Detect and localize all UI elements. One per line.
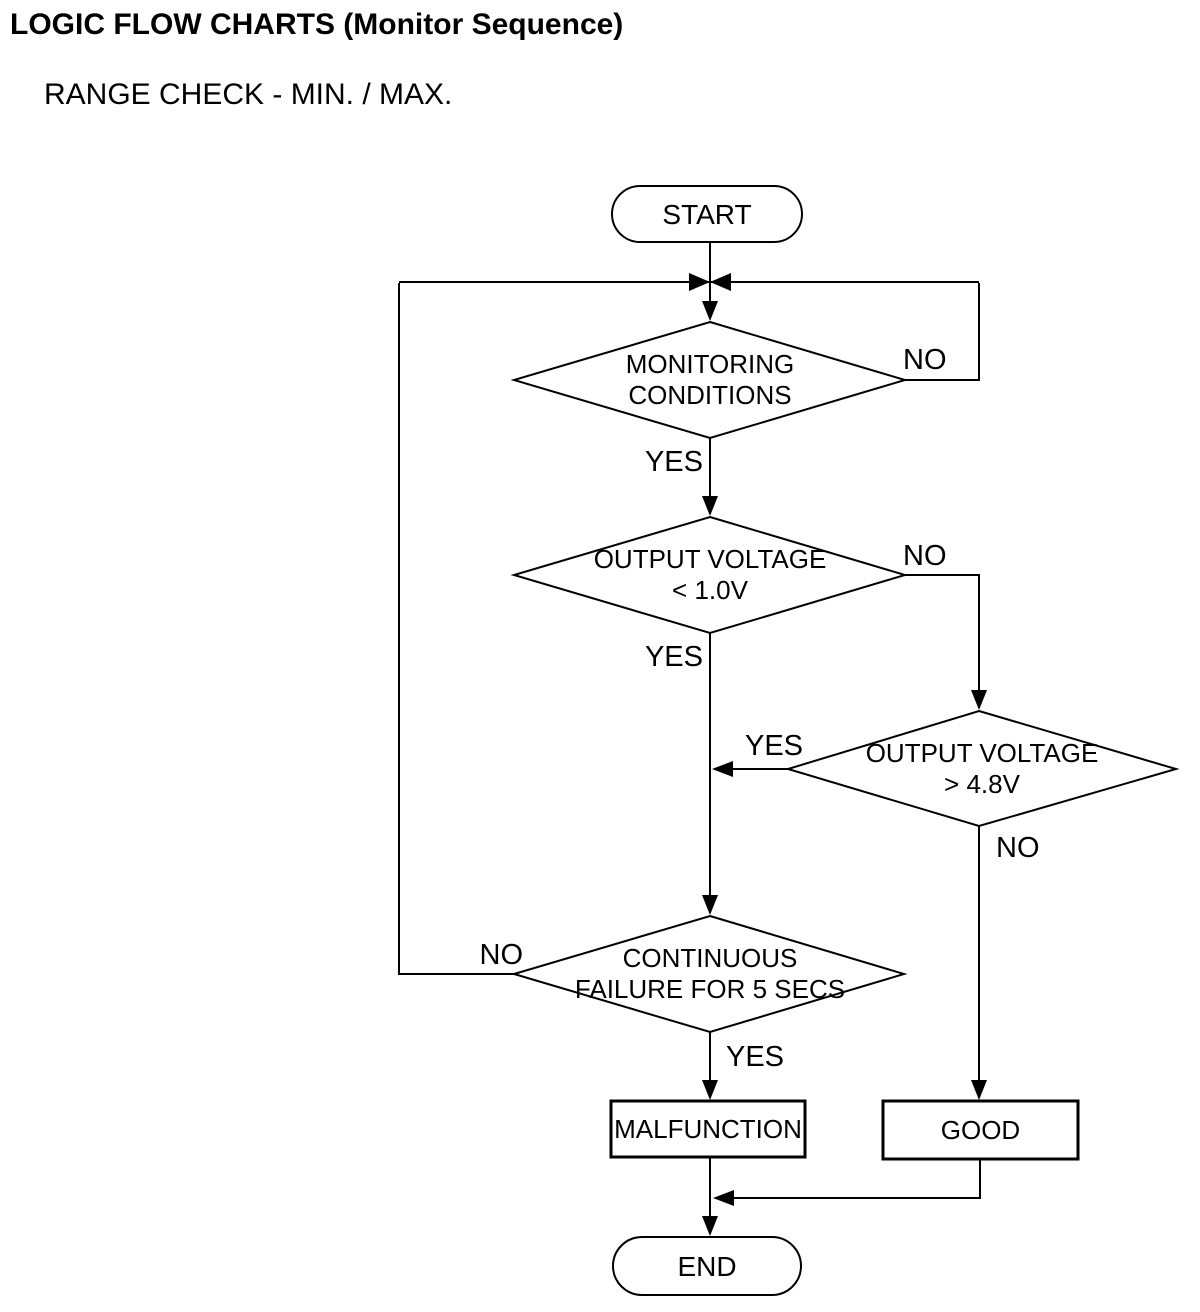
- monitoring-label-line1: MONITORING: [625, 349, 795, 379]
- branch-label-continuous-yes: YES: [726, 1041, 785, 1073]
- page-title: LOGIC FLOW CHARTS (Monitor Sequence): [10, 8, 624, 41]
- good-node-label: GOOD: [940, 1114, 1021, 1145]
- start-node-label: START: [662, 198, 752, 230]
- malfunction-node-label: MALFUNCTION: [614, 1113, 802, 1144]
- branch-label-monitoring-no: NO: [903, 344, 947, 376]
- voltage-high-label-line1: OUTPUT VOLTAGE: [865, 737, 1099, 768]
- continuous-failure-node-label: CONTINUOUS FAILURE FOR 5 SECS: [514, 916, 906, 1032]
- monitoring-label-line2: CONDITIONS: [628, 380, 792, 410]
- page-subtitle: RANGE CHECK - MIN. / MAX.: [44, 78, 453, 111]
- connector-monitoring-no: [905, 283, 980, 381]
- continuous-failure-label-line2: FAILURE FOR 5 SECS: [574, 974, 846, 1004]
- connectors: [398, 242, 987, 1236]
- arrowhead-good-merge: [713, 1190, 734, 1206]
- arrowhead-into-voltage-low: [702, 496, 718, 516]
- branch-label-voltage-low-yes: YES: [644, 641, 703, 673]
- arrowhead-into-monitoring: [702, 301, 718, 321]
- voltage-low-node-label: OUTPUT VOLTAGE < 1.0V: [514, 517, 906, 633]
- node-shapes: [510, 185, 1180, 1296]
- arrowhead-voltage-high-yes: [712, 761, 733, 777]
- arrowhead-junction-from-left: [689, 273, 710, 291]
- continuous-failure-decision-shape: [510, 914, 908, 1034]
- arrowhead-into-end: [702, 1216, 718, 1236]
- arrowhead-junction-from-right: [710, 273, 731, 291]
- start-terminator-shape: [611, 185, 803, 243]
- arrowhead-into-malfunction: [702, 1080, 718, 1100]
- voltage-low-label-line2: < 1.0V: [672, 575, 748, 605]
- good-process-shape: [881, 1099, 1080, 1161]
- voltage-high-label-line2: > 4.8V: [944, 768, 1020, 799]
- monitoring-node-label: MONITORING CONDITIONS: [514, 322, 906, 438]
- arrowhead-into-good: [971, 1080, 987, 1100]
- arrowhead-into-voltage-high: [971, 690, 987, 710]
- branch-label-monitoring-yes: YES: [644, 446, 703, 478]
- end-node-label: END: [677, 1250, 737, 1282]
- end-terminator-shape: [612, 1236, 802, 1296]
- connector-voltage-low-no: [905, 574, 980, 692]
- continuous-failure-label-line1: CONTINUOUS: [622, 943, 798, 973]
- arrowhead-into-continuous-failure: [702, 895, 718, 915]
- connector-good-to-merge: [732, 1159, 981, 1199]
- voltage-low-label-line1: OUTPUT VOLTAGE: [593, 544, 827, 574]
- voltage-high-decision-shape: [784, 709, 1180, 828]
- branch-label-voltage-high-yes: YES: [745, 730, 804, 762]
- monitoring-decision-shape: [510, 320, 909, 440]
- voltage-low-decision-shape: [510, 515, 909, 635]
- voltage-high-node-label: OUTPUT VOLTAGE > 4.8V: [788, 711, 1176, 826]
- branch-label-voltage-high-no: NO: [996, 832, 1040, 864]
- malfunction-process-shape: [609, 1099, 807, 1159]
- connector-continuous-no: [398, 283, 514, 975]
- branch-label-voltage-low-no: NO: [903, 540, 947, 572]
- branch-label-continuous-no: NO: [479, 939, 524, 971]
